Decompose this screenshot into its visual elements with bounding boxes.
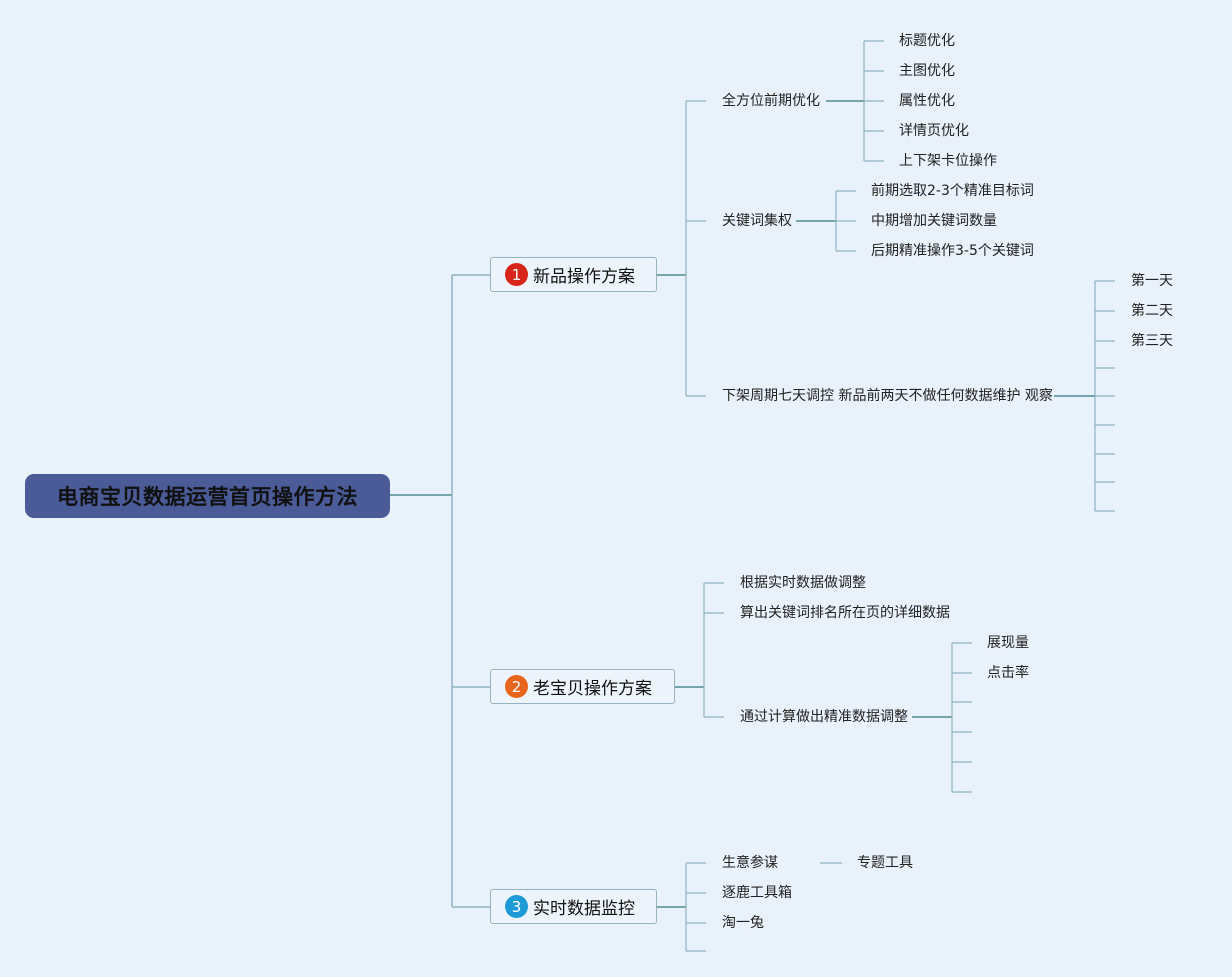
branch-topic-label: 新品操作方案 [533,267,635,287]
number-badge: 1 [505,263,528,286]
subtopic-label[interactable]: 通过计算做出精准数据调整 [740,709,908,725]
leaf-label[interactable]: 第三天 [1131,333,1173,349]
number-badge: 3 [505,895,528,918]
root-topic-label: 电商宝贝数据运营首页操作方法 [57,485,358,509]
leaf-label[interactable]: 主图优化 [899,63,955,79]
subtopic-label[interactable]: 淘一兔 [722,915,764,931]
leaf-label[interactable]: 标题优化 [899,33,955,49]
subtopic-label[interactable]: 关键词集权 [722,213,792,229]
root-topic[interactable]: 电商宝贝数据运营首页操作方法 [25,474,390,518]
number-badge: 2 [505,675,528,698]
branch-topic-label: 老宝贝操作方案 [533,679,652,699]
branch-topic-new-product[interactable]: 1 新品操作方案 [490,257,657,292]
leaf-label[interactable]: 专题工具 [857,855,913,871]
leaf-label[interactable]: 第一天 [1131,273,1173,289]
leaf-label[interactable]: 第二天 [1131,303,1173,319]
leaf-label[interactable]: 上下架卡位操作 [899,153,997,169]
branch-topic-label: 实时数据监控 [533,899,635,919]
subtopic-label[interactable]: 逐鹿工具箱 [722,885,792,901]
subtopic-label[interactable]: 根据实时数据做调整 [740,575,866,591]
leaf-label[interactable]: 点击率 [987,665,1029,681]
subtopic-label[interactable]: 下架周期七天调控 新品前两天不做任何数据维护 观察 [722,388,1053,404]
leaf-label[interactable]: 属性优化 [899,93,955,109]
leaf-label[interactable]: 后期精准操作3-5个关键词 [871,243,1034,259]
leaf-label[interactable]: 前期选取2-3个精准目标词 [871,183,1034,199]
branch-topic-old-product[interactable]: 2 老宝贝操作方案 [490,669,675,704]
subtopic-label[interactable]: 生意参谋 [722,855,778,871]
branch-topic-realtime-monitor[interactable]: 3 实时数据监控 [490,889,657,924]
leaf-label[interactable]: 中期增加关键词数量 [871,213,997,229]
leaf-label[interactable]: 详情页优化 [899,123,969,139]
leaf-label[interactable]: 展现量 [987,635,1029,651]
subtopic-label[interactable]: 算出关键词排名所在页的详细数据 [740,605,950,621]
subtopic-label[interactable]: 全方位前期优化 [722,93,820,109]
